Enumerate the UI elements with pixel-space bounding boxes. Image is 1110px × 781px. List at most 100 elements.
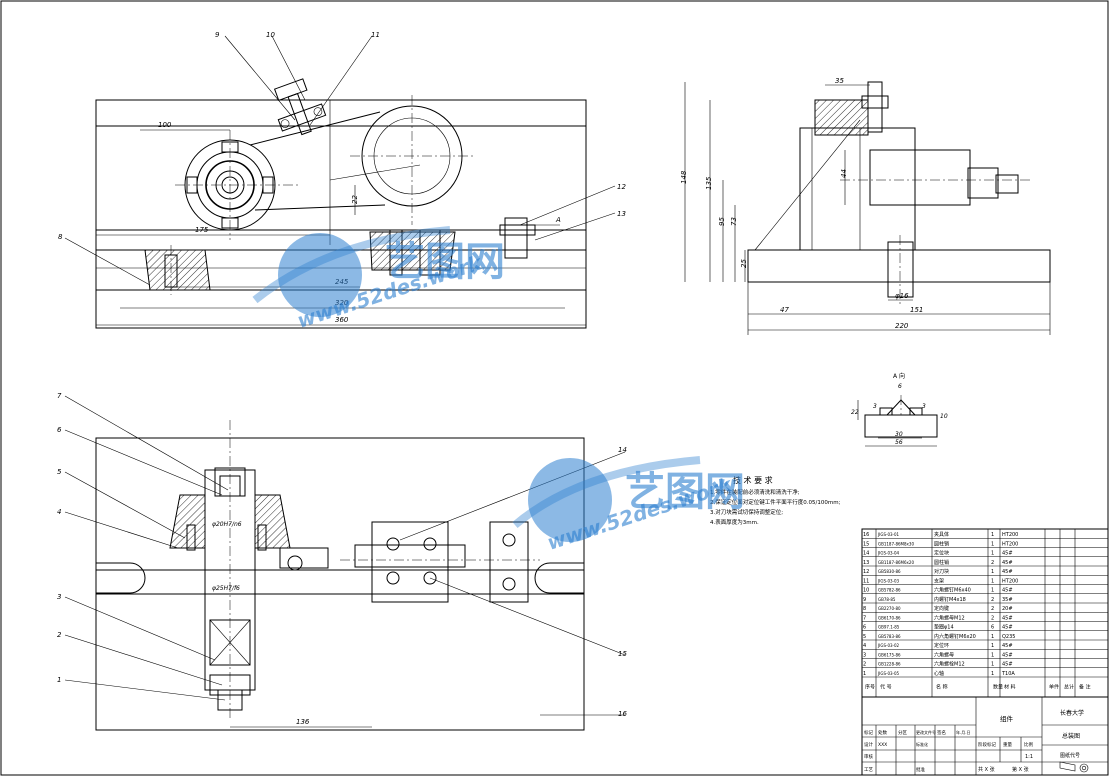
bom-cell: 1 (863, 671, 866, 677)
bom-cell: GB6175-86 (878, 652, 901, 657)
bom-cell: 45# (1002, 662, 1013, 668)
drawing-code-label: 图纸代号 (1060, 752, 1080, 759)
drawing-name: 总装图 (1062, 732, 1080, 740)
bom-cell: 对刀块 (934, 568, 949, 575)
bom-cell: GB6170-86 (878, 615, 901, 620)
balloon-10: 10 (266, 31, 275, 39)
role-approve: 批准 (916, 766, 925, 773)
a-view: A 向 6 3 3 10 22 30 56 (851, 372, 948, 447)
bom-header-cell: 代 号 (880, 683, 892, 690)
a-dim-3b: 3 (922, 403, 926, 410)
bom-cell: 45# (1002, 588, 1013, 594)
bom-cell: 9 (863, 597, 866, 603)
bom-cell: 1 (991, 671, 994, 677)
bom-cell: 8 (863, 606, 866, 612)
school-name: 长春大学 (1060, 709, 1084, 717)
balloon-14: 14 (618, 446, 627, 454)
dim-73: 73 (730, 217, 738, 226)
balloon-2: 2 (57, 631, 62, 639)
bom-cell: JIGS-03-05 (877, 671, 900, 676)
balloon-4: 4 (57, 508, 61, 516)
balloon-9: 9 (215, 31, 220, 39)
bom-cell: 4 (863, 643, 866, 649)
bom-cell: 45# (1002, 551, 1013, 557)
a-dim-3a: 3 (873, 403, 877, 410)
bom-cell: 1 (991, 551, 994, 557)
bom-cell: 垫圈φ14 (934, 624, 954, 631)
bom-header-cell: 名 称 (936, 683, 948, 690)
balloon-16: 16 (618, 710, 627, 718)
bom-cell: 夹具体 (934, 531, 949, 538)
tech-req-line-3: 3.对刀块需试切保持调整定位; (710, 508, 783, 516)
bom-cell: 支架 (934, 577, 944, 584)
dim-148: 148 (680, 170, 688, 184)
a-dim-56: 56 (895, 439, 903, 446)
bom-cell: 1 (991, 652, 994, 658)
bom-cell: JIGS-03-03 (877, 578, 900, 583)
bom-cell: JIGS-03-02 (877, 643, 900, 648)
bom-cell: 1 (991, 578, 994, 584)
bom-cell: 5 (863, 634, 866, 640)
tech-req-line-1: 1.零件在装配前必须清洗和清洗干净; (710, 488, 800, 496)
top-view: φ20H7/n6 φ25H7/f6 136 7 6 5 4 3 2 1 14 1… (57, 392, 627, 731)
mark-col-6: 年.月.日 (956, 729, 971, 735)
role-process: 工艺 (864, 767, 873, 773)
dim-175: 175 (195, 226, 209, 234)
bom-cell: GB1187-86M6x20 (878, 560, 914, 565)
bom-cell: 13 (863, 560, 869, 566)
mark-col-1: 标记 (864, 729, 873, 736)
bom-cell: GB5783-86 (878, 634, 901, 639)
balloon-7: 7 (57, 392, 62, 400)
bom-cell: 定位环 (934, 642, 949, 649)
bom-cell: 1 (991, 532, 994, 538)
balloon-6: 6 (57, 426, 62, 434)
tech-req-line-2: 2.保证定位面对定位键工件平面平行度0.05/100mm; (710, 498, 841, 506)
bom-cell: 六角螺母 (934, 651, 954, 658)
dim-220: 220 (895, 322, 909, 330)
bom-cell: 2 (863, 662, 866, 668)
bom-cell: 1 (991, 541, 994, 547)
mark-col-4: 更改文件号 (916, 729, 936, 735)
bom-cell: HT200 (1002, 541, 1018, 547)
dim-22: 22 (351, 195, 359, 204)
bom-header: 序号代 号名 称数量材 料单件总计备 注 (865, 683, 1091, 690)
bom-header-cell: 序号 (865, 683, 875, 690)
bom-cell: 6 (863, 625, 866, 631)
bom-cell: 45# (1002, 643, 1013, 649)
bom-cell: 45# (1002, 615, 1013, 621)
mark-col-5: 签名 (937, 729, 946, 736)
balloon-11: 11 (371, 31, 380, 39)
bom-cell: 11 (863, 578, 869, 584)
bom-cell: 1 (991, 588, 994, 594)
bom-cell: 35# (1002, 597, 1013, 603)
bom-header-cell: 备 注 (1079, 683, 1091, 690)
dim-35: 35 (835, 77, 844, 85)
part-name: 组件 (1000, 714, 1014, 723)
bom-cell: GB2270-80 (878, 606, 901, 611)
bom-cell: 15 (863, 541, 869, 547)
role-design: 设计 (864, 741, 873, 748)
bom-cell: 16 (863, 532, 869, 538)
bom-cell: GB1228-86 (878, 662, 901, 667)
bom-cell: 1 (991, 643, 994, 649)
bom-cell: 20# (1002, 606, 1013, 612)
bom-cell: 六角螺钉M6x40 (934, 587, 971, 594)
projection-symbol-icon (1059, 761, 1089, 773)
dim-100: 100 (158, 121, 172, 129)
bom-header-cell: 单件 (1049, 683, 1059, 690)
bom-cell: 45# (1002, 560, 1013, 566)
balloon-12: 12 (617, 183, 626, 191)
a-view-title: A 向 (893, 372, 905, 380)
watermark-brand-2: 艺图网 (625, 469, 745, 515)
balloon-1: 1 (57, 676, 61, 684)
bom-cell: 圆柱销 (934, 540, 949, 547)
bom-cell: JIGS-03-01 (877, 532, 900, 537)
bom-cell: 45# (1002, 652, 1013, 658)
bom-header-cell: 材 料 (1004, 683, 1016, 690)
bom-cell: 10 (863, 588, 869, 594)
